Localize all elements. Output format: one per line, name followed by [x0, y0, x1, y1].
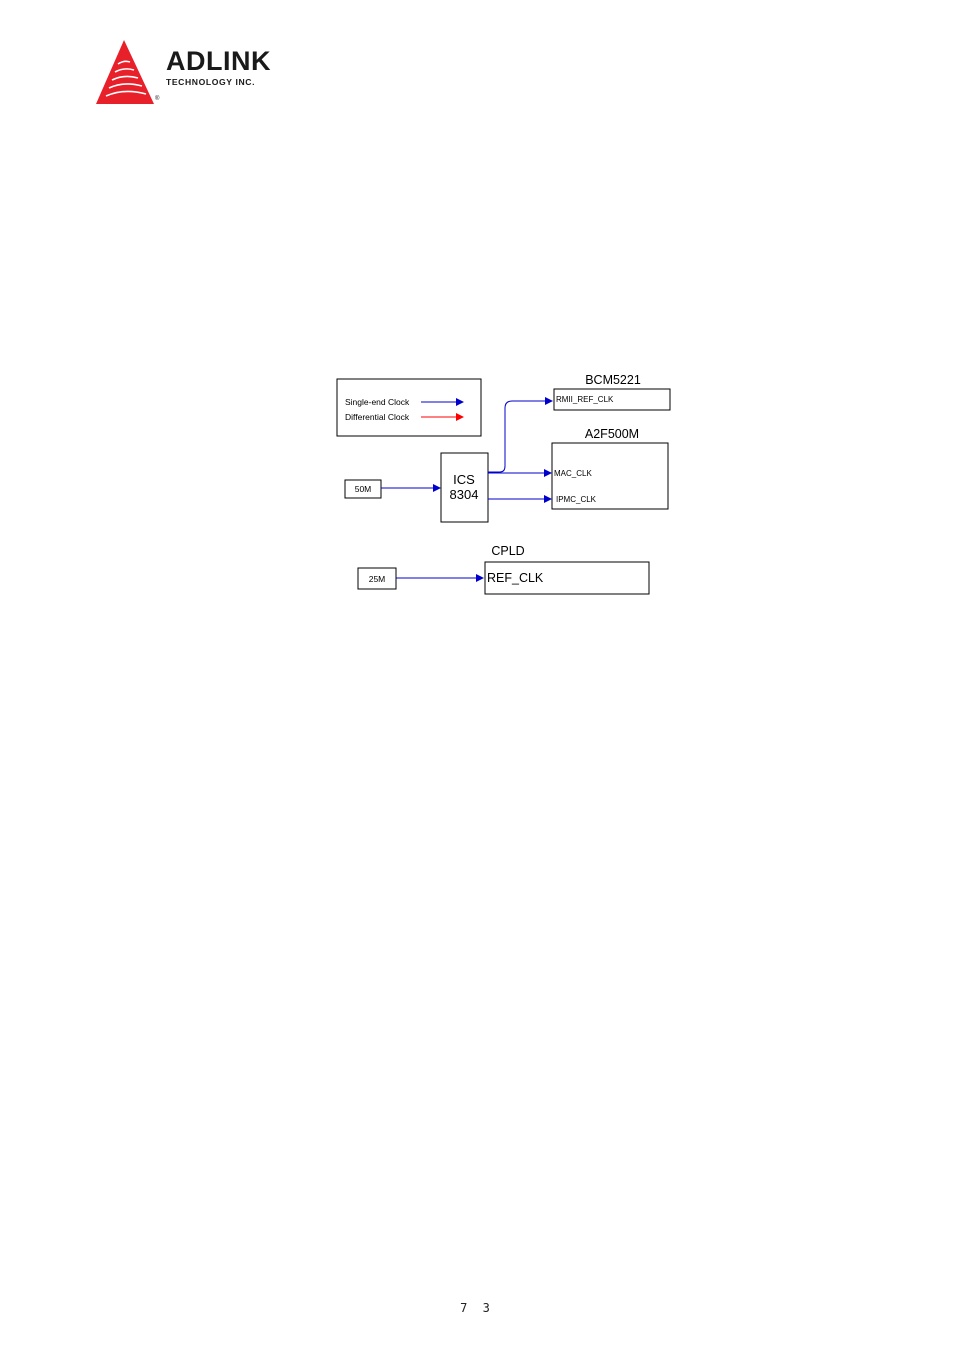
ics-8304: ICS 8304: [440, 452, 489, 523]
cpld-pin-label: REF_CLK: [487, 571, 544, 585]
adlink-triangle-icon: [96, 40, 154, 104]
legend-differential-label: Differential Clock: [345, 412, 410, 422]
registered-mark: ®: [155, 96, 160, 102]
legend-single-end-label: Single-end Clock: [345, 397, 410, 407]
adlink-logo: ® ADLINK TECHNOLOGY INC.: [94, 38, 306, 108]
logo-subtitle: TECHNOLOGY INC.: [166, 77, 256, 87]
a2f500m-title: A2F500M: [585, 427, 639, 441]
a2f500m: A2F500M MAC_CLK IPMC_CLK: [551, 427, 669, 510]
bcm5221: BCM5221 RMII_REF_CLK: [553, 373, 671, 411]
bcm5221-title: BCM5221: [585, 373, 641, 387]
clk-ics-to-bcm: [488, 397, 553, 473]
ics-label-line1: ICS: [453, 472, 475, 487]
osc-50m: 50M: [344, 479, 382, 499]
osc-25m: 25M: [357, 567, 397, 590]
cpld-box: [484, 561, 650, 595]
legend-box: [336, 378, 482, 437]
osc-25m-label: 25M: [369, 574, 386, 584]
a2f500m-pin-ipmc: IPMC_CLK: [556, 495, 597, 504]
bcm5221-pin-label: RMII_REF_CLK: [556, 395, 614, 404]
logo-wordmark: ADLINK: [166, 46, 271, 76]
a2f500m-pin-mac: MAC_CLK: [554, 469, 592, 478]
osc-50m-label: 50M: [355, 484, 372, 494]
cpld-title: CPLD: [491, 544, 524, 558]
a2f500m-box: [551, 442, 669, 510]
legend: Single-end Clock Differential Clock: [336, 378, 482, 437]
ics-label-line2: 8304: [450, 487, 479, 502]
ics-8304-box: [440, 452, 489, 523]
page-number: 7 3: [460, 1301, 494, 1315]
osc-50m-box: [344, 479, 382, 499]
cpld: CPLD REF_CLK: [484, 544, 650, 595]
bcm5221-box: [553, 388, 671, 411]
